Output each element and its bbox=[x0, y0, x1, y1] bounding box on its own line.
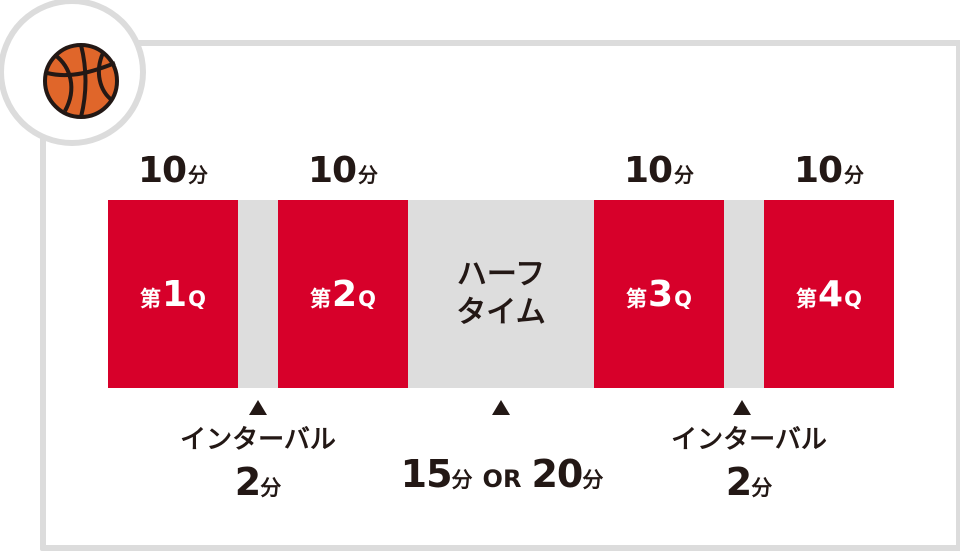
interval-1-block bbox=[238, 200, 278, 388]
halftime-label-line2: タイム bbox=[456, 295, 546, 330]
interval-2-block bbox=[724, 200, 764, 388]
halftime-label-line1: ハーフ bbox=[456, 257, 546, 292]
interval-1-caption: インターバル 2分 bbox=[180, 425, 336, 504]
halftime-block: ハーフ タイム bbox=[408, 200, 594, 388]
interval-1-pointer bbox=[249, 400, 267, 415]
icon-badge bbox=[0, 0, 146, 146]
basketball-icon bbox=[43, 43, 119, 119]
halftime-pointer bbox=[492, 400, 510, 415]
interval-2-caption: インターバル 2分 bbox=[671, 425, 827, 504]
interval-2-pointer bbox=[733, 400, 751, 415]
